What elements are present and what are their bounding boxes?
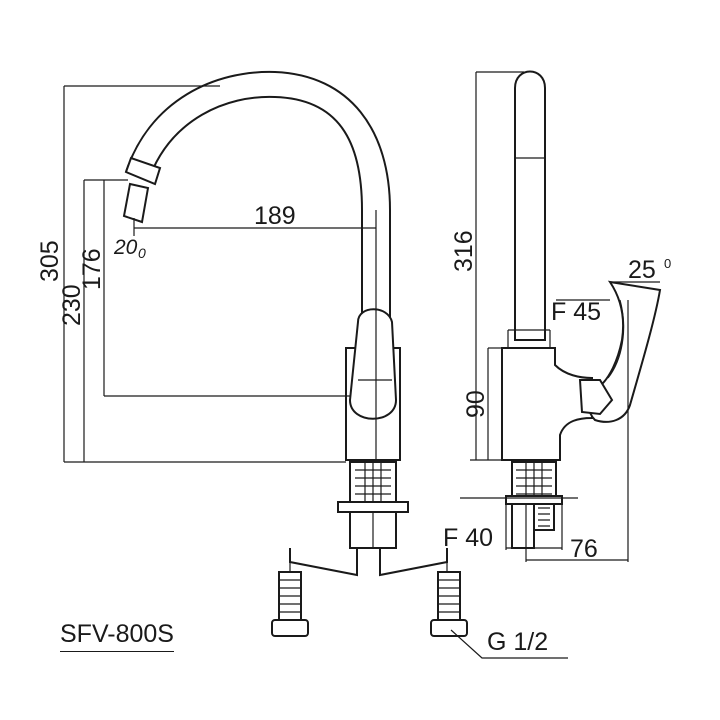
dim-total-height: 305 <box>36 240 64 282</box>
mounting-nut <box>337 501 409 513</box>
dim-spout-angle: 20 <box>113 236 138 259</box>
dim-thread: G 1/2 <box>487 628 548 656</box>
spout-outlet <box>124 156 162 186</box>
front-view: 189 305 230 176 20 0 <box>36 70 568 659</box>
hose-connector-right <box>430 571 468 637</box>
dim-lever-angle: 25 <box>628 256 656 284</box>
water-stream <box>122 182 150 224</box>
hose-left <box>289 548 358 577</box>
dim-body-height: 90 <box>462 390 490 418</box>
side-view: 316 90 F 45 25 0 F 40 76 G 1/2 <box>443 70 671 656</box>
dim-side-height: 316 <box>450 230 478 272</box>
dim-lever-angle-deg: 0 <box>664 256 671 271</box>
side-rod <box>511 503 535 549</box>
dim-base-dia: F 40 <box>443 524 493 552</box>
side-body <box>501 347 593 461</box>
model-number: SFV-800S <box>60 619 174 652</box>
dim-spout-height: 176 <box>78 248 106 290</box>
lever-handle <box>348 308 398 420</box>
dim-spout-reach: 189 <box>254 202 296 230</box>
dim-height-230: 230 <box>58 284 86 326</box>
dim-base-depth: 76 <box>570 535 598 563</box>
side-spout <box>514 70 546 341</box>
dim-spout-angle-deg: 0 <box>138 245 146 261</box>
hose-right <box>379 548 448 577</box>
spout-outer <box>125 70 391 340</box>
dim-body-dia-top: F 45 <box>551 298 601 326</box>
side-dimension-lines <box>460 71 660 562</box>
front-dimension-lines <box>63 85 377 463</box>
spout-inner <box>149 95 363 335</box>
thread-leader <box>450 629 568 659</box>
hose-connector-left <box>271 571 309 637</box>
